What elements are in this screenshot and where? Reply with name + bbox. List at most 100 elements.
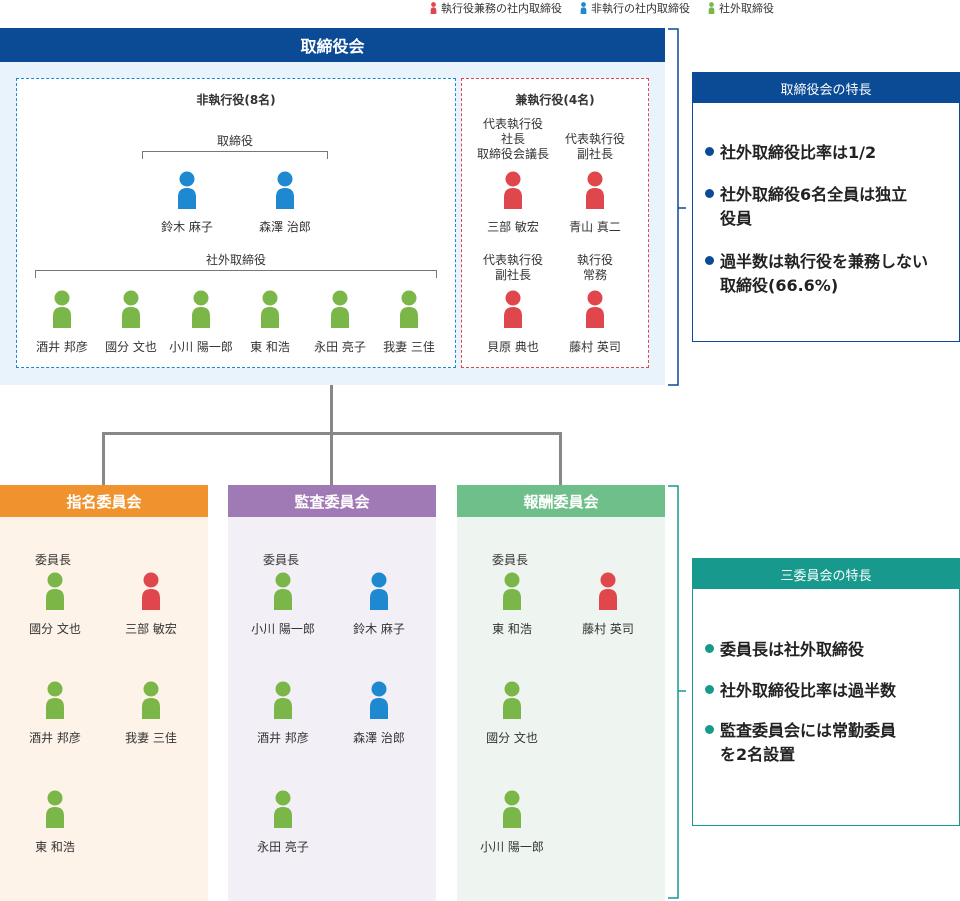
exec-role: 代表執行役 副社長	[564, 132, 625, 161]
exec-role: 代表執行役 社長 取締役会議長	[476, 117, 549, 161]
person-icon	[580, 2, 587, 14]
bullet-icon	[705, 725, 714, 734]
person-icon	[370, 681, 388, 719]
board-features-title: 取締役会の特長	[693, 73, 959, 103]
committee-compensation-title: 報酬委員会	[457, 485, 665, 517]
member-name: 國分 文也	[29, 622, 81, 636]
feature-item: 社外取締役6名全員は独立 役員	[705, 183, 907, 231]
member-name: 我妻 三佳	[125, 731, 177, 745]
committee-audit-body	[228, 517, 436, 901]
member-name: 青山 真二	[569, 220, 621, 234]
feature-item: 社外取締役比率は過半数	[705, 679, 896, 703]
person-icon	[430, 2, 437, 14]
chair-label: 委員長	[262, 553, 299, 567]
person-icon	[504, 290, 522, 328]
person-icon	[261, 290, 279, 328]
committee-audit-title: 監査委員会	[228, 485, 436, 517]
member-name: 藤村 英司	[582, 622, 634, 636]
member-name: 酒井 邦彦	[36, 340, 88, 354]
board-features-box: 取締役会の特長 社外取締役比率は1/2 社外取締役6名全員は独立 役員 過半数は…	[692, 72, 960, 342]
chair-label: 委員長	[34, 553, 71, 567]
feature-item: 社外取締役比率は1/2	[705, 141, 876, 165]
committee-features-bracket	[668, 485, 686, 899]
member-name: 酒井 邦彦	[29, 731, 81, 745]
person-icon	[274, 572, 292, 610]
person-icon	[274, 790, 292, 828]
bullet-icon	[705, 644, 714, 653]
person-icon	[53, 290, 71, 328]
member-name: 小川 陽一郎	[169, 340, 233, 354]
member-name: 三部 敏宏	[125, 622, 177, 636]
legend-label: 非執行の社内取締役	[591, 2, 690, 15]
internal-bracket	[142, 151, 328, 159]
person-icon	[46, 681, 64, 719]
member-name: 小川 陽一郎	[251, 622, 315, 636]
exec-group	[461, 78, 649, 368]
board-features-bracket	[668, 28, 686, 386]
external-label: 社外取締役	[205, 253, 266, 267]
committee-nomination-title: 指名委員会	[0, 485, 208, 517]
external-bracket	[35, 270, 437, 278]
person-icon	[586, 171, 604, 209]
member-name: 國分 文也	[486, 731, 538, 745]
member-name: 東 和浩	[492, 622, 532, 636]
person-icon	[142, 681, 160, 719]
bullet-icon	[705, 147, 714, 156]
non-exec-title: 非執行役(8名)	[196, 93, 276, 107]
person-icon	[370, 572, 388, 610]
person-icon	[178, 171, 196, 209]
legend-label: 社外取締役	[719, 2, 774, 15]
exec-title: 兼執行役(4名)	[515, 93, 595, 107]
committee-compensation-body	[457, 517, 665, 901]
person-icon	[142, 572, 160, 610]
bullet-icon	[705, 685, 714, 694]
person-icon	[46, 572, 64, 610]
member-name: 我妻 三佳	[383, 340, 435, 354]
member-name: 藤村 英司	[569, 340, 621, 354]
legend-item-outside: 社外取締役	[708, 0, 774, 16]
board-title: 取締役会	[0, 28, 665, 62]
committee-features-box: 三委員会の特長 委員長は社外取締役 社外取締役比率は過半数 監査委員会には常勤委…	[692, 558, 960, 826]
legend: 執行役兼務の社内取締役 非執行の社内取締役 社外取締役	[430, 0, 774, 16]
person-icon	[503, 790, 521, 828]
legend-label: 執行役兼務の社内取締役	[441, 2, 562, 15]
bullet-icon	[705, 189, 714, 198]
connector-line	[102, 432, 105, 485]
member-name: 鈴木 麻子	[161, 220, 213, 234]
internal-label: 取締役	[216, 134, 253, 148]
bullet-icon	[705, 256, 714, 265]
person-icon	[503, 681, 521, 719]
member-name: 酒井 邦彦	[257, 731, 309, 745]
person-icon	[503, 572, 521, 610]
person-icon	[192, 290, 210, 328]
member-name: 三部 敏宏	[487, 220, 539, 234]
committee-nomination-body	[0, 517, 208, 901]
connector-line	[330, 385, 333, 433]
member-name: 東 和浩	[250, 340, 290, 354]
person-icon	[274, 681, 292, 719]
feature-item: 監査委員会には常勤委員 を2名設置	[705, 719, 896, 767]
feature-item: 過半数は執行役を兼務しない 取締役(66.6%)	[705, 250, 928, 298]
exec-role: 代表執行役 副社長	[482, 253, 543, 282]
member-name: 東 和浩	[35, 840, 75, 854]
person-icon	[504, 171, 522, 209]
committee-features-title: 三委員会の特長	[693, 559, 959, 589]
member-name: 永田 亮子	[257, 840, 309, 854]
person-icon	[599, 572, 617, 610]
person-icon	[276, 171, 294, 209]
feature-item: 委員長は社外取締役	[705, 638, 864, 662]
member-name: 森澤 治郎	[353, 731, 405, 745]
member-name: 貝原 典也	[487, 340, 539, 354]
non-exec-group	[16, 78, 456, 368]
connector-line	[559, 432, 562, 485]
exec-role: 執行役 常務	[576, 253, 613, 282]
person-icon	[708, 2, 715, 14]
member-name: 森澤 治郎	[259, 220, 311, 234]
person-icon	[586, 290, 604, 328]
person-icon	[46, 790, 64, 828]
legend-item-exec: 執行役兼務の社内取締役	[430, 0, 562, 16]
member-name: 小川 陽一郎	[480, 840, 544, 854]
member-name: 永田 亮子	[314, 340, 366, 354]
connector-line	[330, 432, 333, 485]
person-icon	[400, 290, 418, 328]
